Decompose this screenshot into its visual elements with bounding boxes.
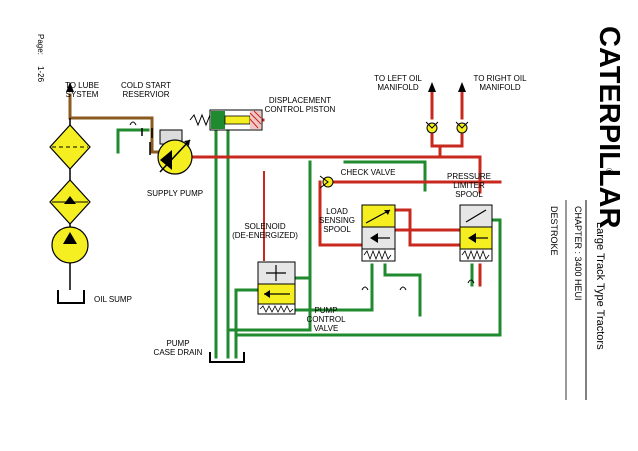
drain-line bbox=[226, 160, 312, 332]
cold-start-reservoir bbox=[141, 128, 153, 138]
lube-line bbox=[68, 93, 164, 154]
pressure-line bbox=[318, 180, 364, 247]
load-sensing-label: SENSING bbox=[319, 216, 355, 225]
pump-control-label: PUMP bbox=[314, 306, 337, 315]
brand-wordmark: CATERPILLAR bbox=[593, 26, 625, 229]
to-right-manifold-arrow bbox=[458, 82, 466, 92]
supply-pump-label: SUPPLY PUMP bbox=[147, 189, 203, 198]
page-label: Page: bbox=[36, 34, 45, 55]
brand-logo: CATERPILLAR bbox=[593, 26, 625, 229]
solenoid-label: SOLENOID bbox=[244, 222, 286, 231]
drain-line bbox=[293, 263, 374, 312]
section-label: DESTROKE bbox=[549, 206, 559, 256]
case-drain-sump bbox=[209, 352, 245, 363]
displacement-control-piston bbox=[189, 109, 263, 131]
drain-line bbox=[116, 128, 150, 154]
tank-symbol bbox=[467, 279, 475, 284]
page-number: 1-26 bbox=[36, 66, 45, 83]
solenoid-label: (DE-ENERGIZED) bbox=[232, 231, 298, 240]
to-right-manifold-label: MANIFOLD bbox=[479, 83, 521, 92]
to-right-manifold-label: TO RIGHT OIL bbox=[473, 74, 527, 83]
pressure-line bbox=[430, 133, 442, 148]
pressure-limiter-spool bbox=[459, 204, 493, 262]
pump-control-valve bbox=[257, 283, 296, 315]
tank-symbol bbox=[129, 121, 137, 126]
left-manifold-check-valve bbox=[425, 121, 439, 134]
pressure-limiter-label: LIMITER bbox=[453, 181, 485, 190]
pressure-line bbox=[438, 133, 464, 159]
tank-symbol bbox=[399, 286, 407, 291]
solenoid bbox=[257, 261, 296, 285]
check-valve-label: CHECK VALVE bbox=[341, 168, 396, 177]
oil-sump-label: OIL SUMP bbox=[94, 295, 132, 304]
tank-symbol bbox=[361, 286, 369, 291]
pump-control-label: VALVE bbox=[314, 324, 339, 333]
chapter-label: CHAPTER : 3400 HEUI bbox=[573, 206, 583, 301]
load-sensing-label: LOAD bbox=[326, 207, 348, 216]
oil-pump bbox=[51, 226, 89, 264]
right-manifold-check-valve bbox=[455, 121, 469, 134]
cold-start-label: COLD START bbox=[121, 81, 171, 90]
oil-sump bbox=[57, 290, 85, 304]
check-valve bbox=[319, 175, 334, 189]
drain-line bbox=[234, 218, 502, 337]
load-sensing-label: SPOOL bbox=[323, 225, 351, 234]
drain-line bbox=[234, 288, 260, 302]
displacement-piston-label: CONTROL PISTON bbox=[265, 105, 336, 114]
case-drain-label: CASE DRAIN bbox=[154, 348, 203, 357]
pressure-line bbox=[393, 208, 462, 247]
supply-pump bbox=[149, 129, 193, 175]
cold-start-label: RESERVIOR bbox=[123, 90, 170, 99]
to-lube-label: TO LUBE bbox=[65, 81, 99, 90]
pump-control-label: CONTROL bbox=[306, 315, 346, 324]
oil-filter bbox=[49, 124, 91, 170]
case-drain-label: PUMP bbox=[166, 339, 189, 348]
pressure-line bbox=[190, 155, 482, 194]
page-title: Large Track Type Tractors bbox=[594, 222, 606, 350]
to-lube-arrow bbox=[66, 82, 74, 92]
pressure-limiter-label: SPOOL bbox=[455, 190, 483, 199]
to-left-manifold-label: TO LEFT OIL bbox=[374, 74, 422, 83]
displacement-piston-label: DISPLACEMENT bbox=[269, 96, 331, 105]
drain-line bbox=[383, 263, 422, 317]
load-sensing-spool bbox=[361, 204, 396, 262]
pressure-limiter-label: PRESSURE bbox=[447, 172, 491, 181]
to-lube-label: SYSTEM bbox=[66, 90, 99, 99]
registered-mark: ® bbox=[604, 168, 614, 175]
to-left-manifold-arrow bbox=[428, 82, 436, 92]
to-left-manifold-label: MANIFOLD bbox=[377, 83, 419, 92]
oil-cooler bbox=[49, 179, 91, 225]
